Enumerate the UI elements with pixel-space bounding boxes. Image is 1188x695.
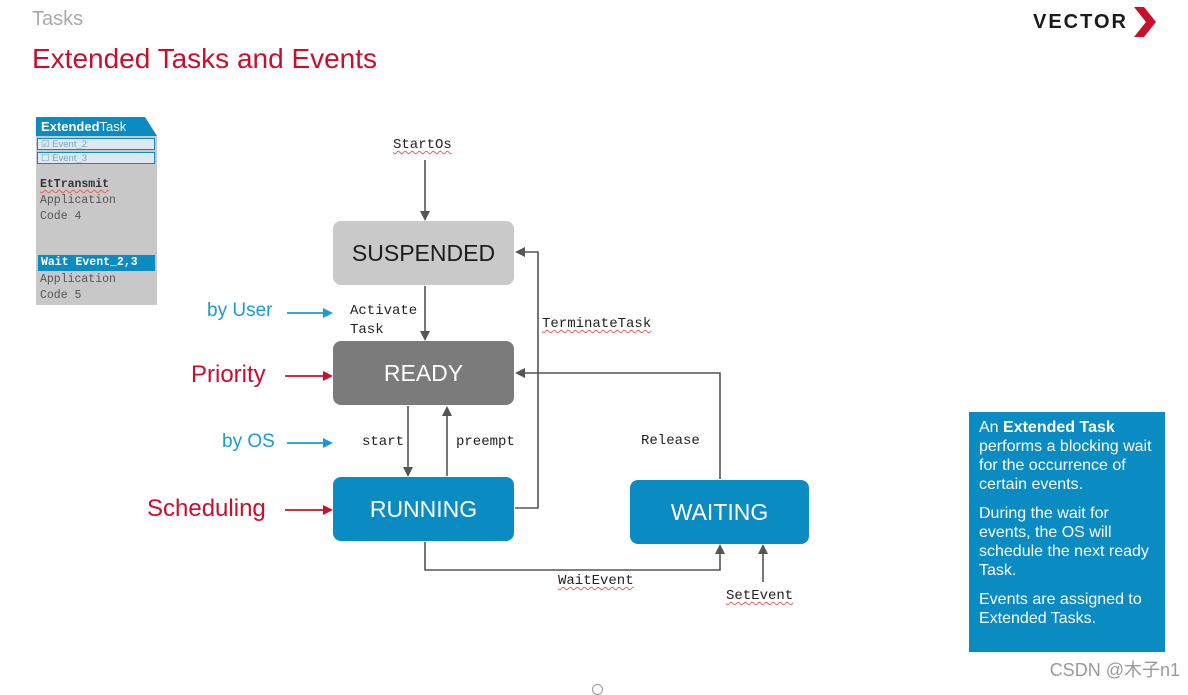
label-preempt: preempt [456, 434, 515, 450]
code-header-corner [145, 117, 157, 136]
state-suspended: SUSPENDED [333, 221, 514, 285]
label-terminatetask: TerminateTask [542, 316, 652, 332]
code-line-highlight: Wait Event_2,3 [38, 255, 155, 271]
vector-logo: VECTOR [1033, 6, 1156, 38]
label-scheduling: Scheduling [147, 495, 266, 522]
event-label: Event_2 [52, 139, 88, 150]
info-paragraph-3: Events are assigned to Extended Tasks. [979, 591, 1142, 627]
event-label: Event_3 [52, 153, 88, 164]
section-label: Tasks [32, 8, 84, 30]
unchecked-box-icon: ☐ [41, 153, 50, 164]
label-startos: StartOs [393, 137, 452, 153]
code-line: Code 5 [40, 289, 82, 302]
info-text: An [979, 419, 1004, 436]
info-box: An Extended Task performs a blocking wai… [969, 412, 1165, 652]
code-line: Application [40, 194, 116, 207]
event-checkbox-row: ☐ Event_3 [37, 152, 155, 164]
checked-box-icon: ☑ [41, 139, 50, 150]
code-title-rest: Task [99, 119, 127, 134]
code-lines-1: EtTransmit Application Code 4 [40, 177, 157, 235]
info-paragraph-1: An Extended Task performs a blocking wai… [979, 418, 1155, 494]
logo-text: VECTOR [1033, 10, 1128, 33]
label-by-os: by OS [222, 431, 275, 452]
code-line: EtTransmit [40, 178, 110, 191]
label-by-user: by User [207, 300, 273, 321]
state-ready: READY [333, 341, 514, 405]
page-title: Extended Tasks and Events [32, 43, 378, 74]
info-paragraph-2: During the wait for events, the OS will … [979, 505, 1149, 579]
info-bold-text: Extended Task [1003, 419, 1115, 436]
label-priority: Priority [191, 361, 266, 388]
event-checkbox-row: ☑ Event_2 [37, 138, 155, 150]
label-waitevent: WaitEvent [558, 573, 634, 589]
code-lines-2: Application Code 5 [40, 272, 157, 304]
state-running: RUNNING [333, 477, 514, 541]
waitevent-arrow [424, 542, 725, 571]
watermark: CSDN @木子n1 [1049, 660, 1180, 680]
release-arrow [515, 368, 721, 479]
label-activate: Activate [350, 303, 418, 319]
state-waiting: WAITING [630, 480, 809, 544]
label-start: start [362, 434, 405, 450]
code-line: Code 4 [40, 210, 82, 223]
label-release: Release [641, 433, 700, 449]
code-line: Application [40, 273, 116, 286]
label-activate-task: Task [350, 322, 384, 338]
code-block-header: ExtendedTask [36, 117, 157, 136]
extended-task-code-block: ExtendedTask ☑ Event_2 ☐ Event_3 EtTrans… [36, 117, 157, 305]
code-title-bold: Extended [41, 119, 100, 134]
info-text: performs a blocking wait for the occurre… [979, 438, 1152, 493]
chevron-right-icon [1133, 7, 1156, 37]
label-setevent: SetEvent [726, 588, 794, 604]
terminate-arrow [515, 247, 539, 509]
